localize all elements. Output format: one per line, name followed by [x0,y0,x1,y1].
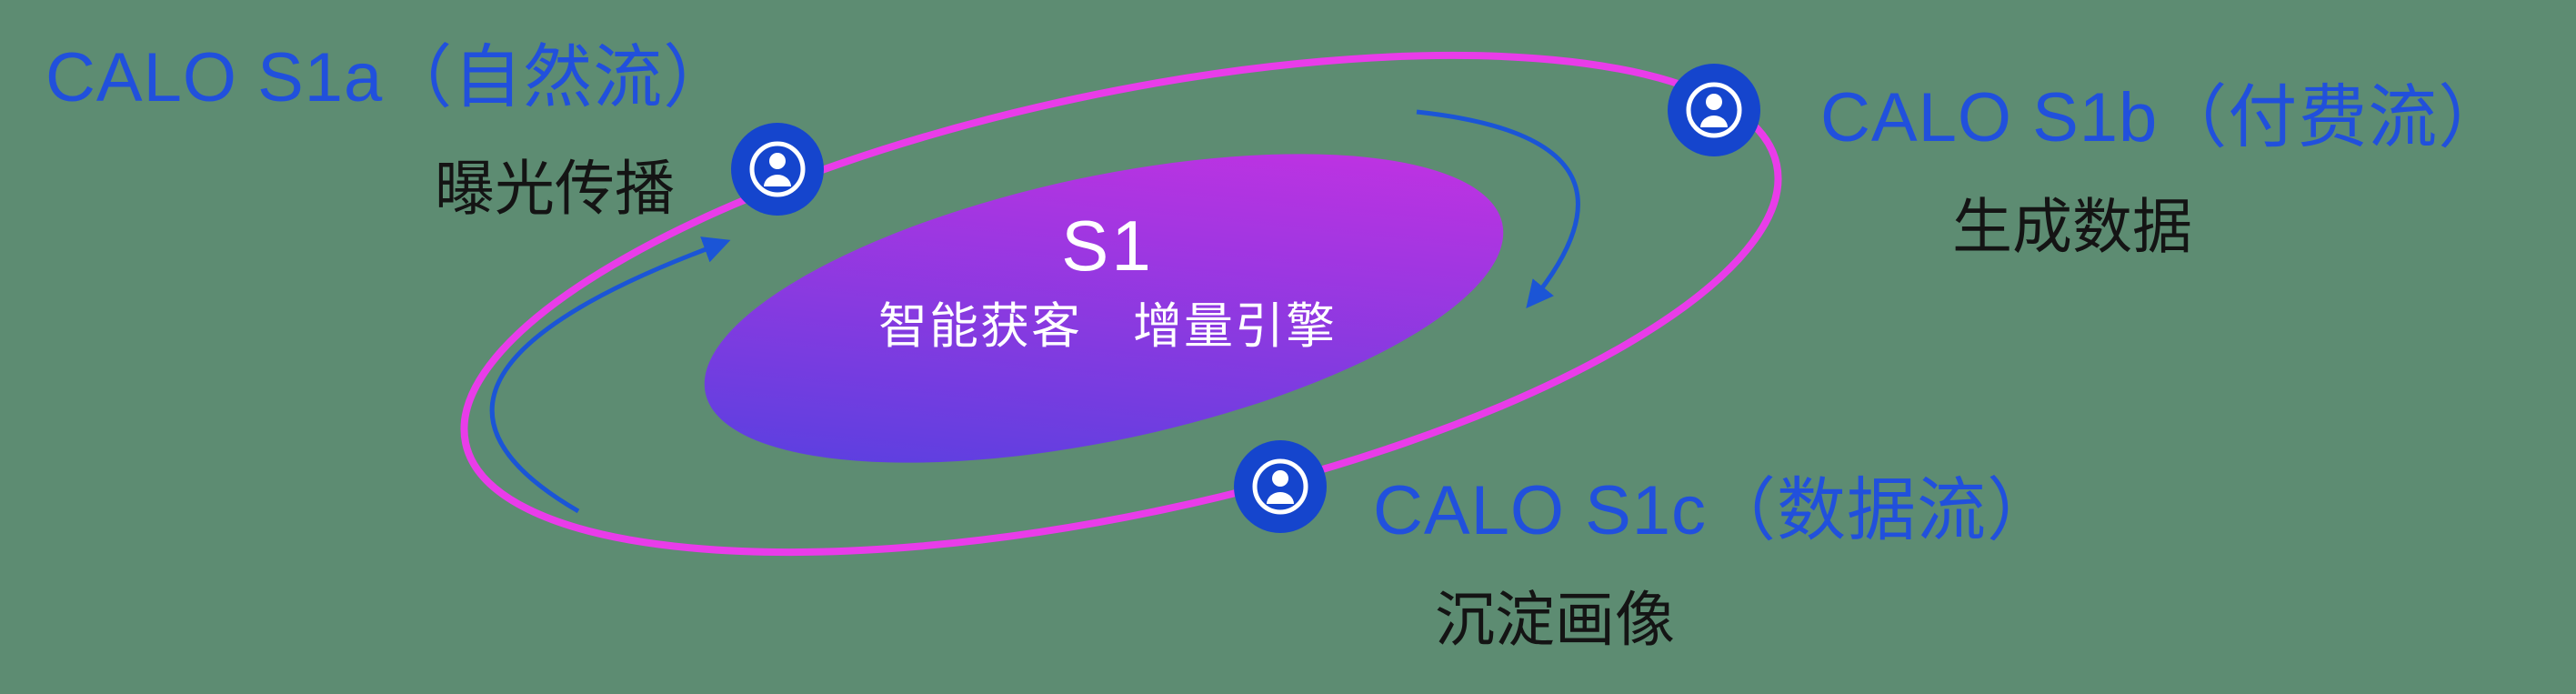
core-title: S1 [1061,206,1154,286]
flow-arrow-left-icon [489,236,731,514]
flow-arrow-right-icon [1416,109,1580,308]
satellite-s1a-subtitle: 曝光传播 [435,155,675,222]
core-label-block: S1 智能获客 增量引擎 [878,206,1337,354]
orbit-ring [460,51,1782,557]
core-subtitle: 智能获客 增量引擎 [878,298,1337,354]
satellite-s1b-title: CALO S1b（付费流） [1820,79,2509,156]
user-node-icon-s1c [1234,440,1327,533]
satellite-s1b-subtitle: 生成数据 [1952,193,2192,260]
satellite-s1c-subtitle: 沉淀画像 [1435,586,1675,653]
user-node-icon-s1b [1668,64,1760,156]
core-ellipse [704,154,1504,463]
satellite-s1a-title: CALO S1a（自然流） [45,39,734,116]
user-node-icon-s1a [731,123,824,216]
satellite-s1c-title: CALO S1c（数据流） [1373,472,2058,549]
